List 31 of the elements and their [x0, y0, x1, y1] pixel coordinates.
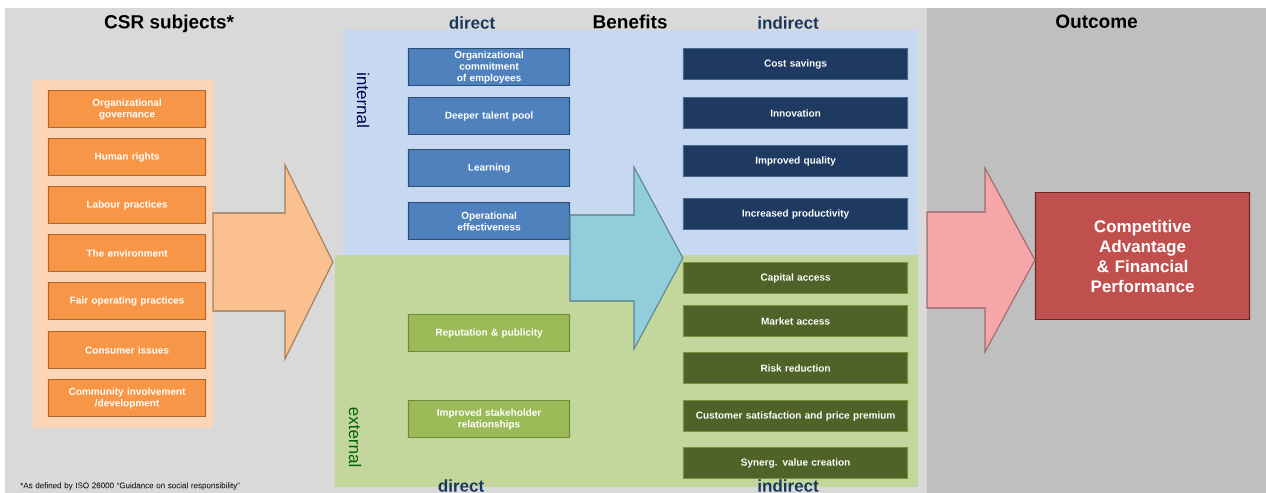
benefit-box: Reputation & publicity — [407, 313, 571, 353]
benefit-box: Learning — [407, 148, 571, 188]
node-label: CSR subjects* — [104, 14, 234, 33]
subject-box: Fair operating practices — [47, 281, 207, 321]
benefit-box: Improved stakeholder relationships — [407, 399, 571, 439]
benefit-box: Increased productivity — [682, 197, 909, 231]
footnote: *As defined by ISO 26000 “Guidance on social responsibility” — [20, 482, 240, 490]
node-label: Benefits — [593, 14, 667, 29]
outcome-box: Competitive Advantage & Financial Performance — [1034, 191, 1251, 321]
benefit-box: Customer satisfaction and price premium — [682, 399, 909, 433]
subject-box: The environment — [47, 233, 207, 273]
subject-box: Consumer issues — [47, 330, 207, 370]
benefit-box: Organizational commitment of employees — [407, 47, 571, 87]
arrow — [212, 162, 334, 362]
benefit-box: Innovation — [682, 96, 909, 130]
column-label: direct — [449, 16, 495, 29]
benefit-box: Market access — [682, 304, 909, 338]
benefit-box: Risk reduction — [682, 351, 909, 385]
benefit-box: Synerg. value creation — [682, 446, 909, 480]
subject-box: Community involvement /development — [47, 378, 207, 418]
subject-box: Human rights — [47, 137, 207, 177]
benefit-box: Deeper talent pool — [407, 96, 571, 136]
benefit-box: Improved quality — [682, 144, 909, 178]
arrow — [926, 165, 1036, 355]
benefit-box: Operational effectiveness — [407, 201, 571, 241]
arrow — [569, 164, 684, 352]
subject-box: Labour practices — [47, 185, 207, 225]
subject-box: Organizational governance — [47, 89, 207, 129]
benefit-box: Capital access — [682, 261, 909, 295]
benefit-box: Cost savings — [682, 47, 909, 81]
column-label: indirect — [758, 16, 819, 29]
